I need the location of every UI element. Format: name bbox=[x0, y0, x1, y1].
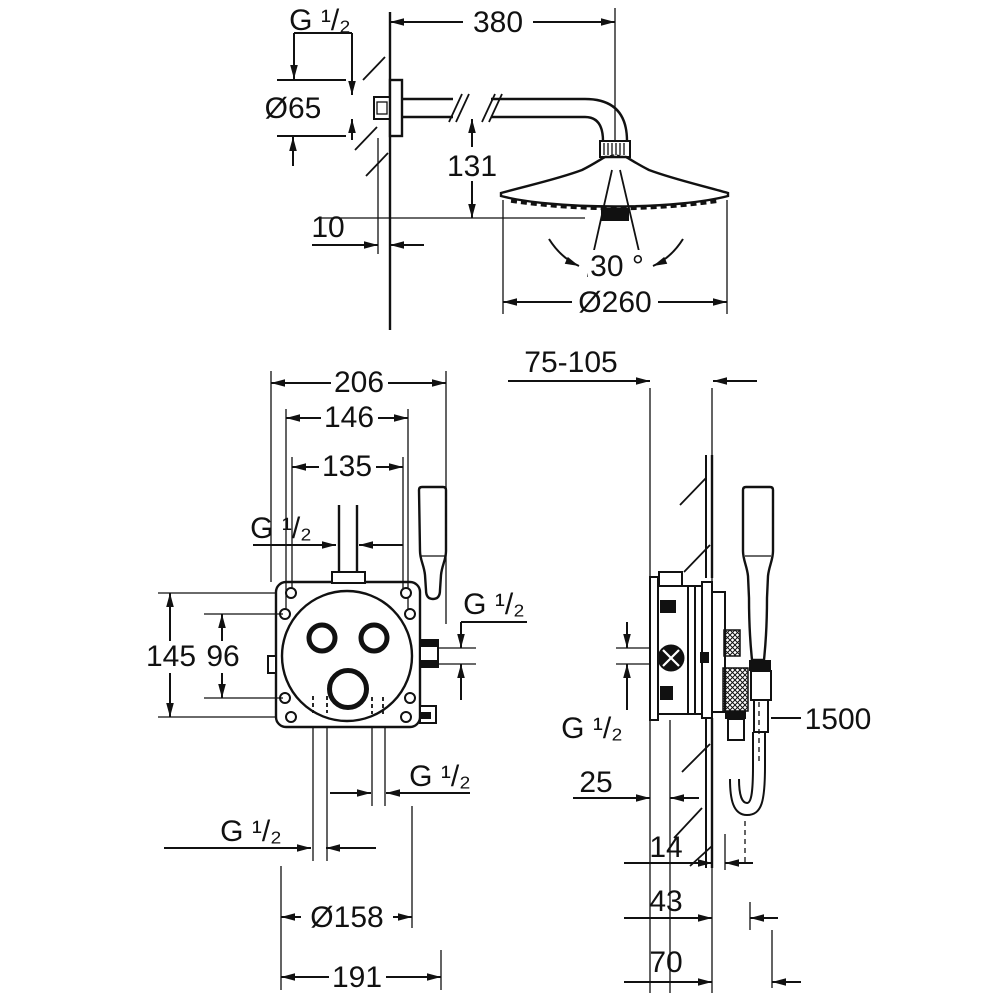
valve-body-section bbox=[649, 571, 749, 741]
shower-hose bbox=[729, 660, 772, 866]
head-diameter-label: Ø260 bbox=[578, 286, 651, 319]
dim-arm-thread bbox=[290, 32, 356, 140]
dim-trim-depth bbox=[624, 834, 753, 870]
head-drop-label: 131 bbox=[447, 150, 497, 183]
center-spray-unit bbox=[601, 208, 629, 221]
hose-length-label: 1500 bbox=[805, 703, 872, 736]
wall-section bbox=[673, 455, 714, 868]
dim-overall-width bbox=[271, 367, 446, 399]
wall-offset-label: 10 bbox=[311, 211, 344, 244]
lower-right-stub bbox=[419, 705, 437, 724]
valve-body-circle bbox=[280, 589, 414, 723]
screw-holes bbox=[279, 587, 416, 723]
bottom-right-thread-label: G ¹/₂ bbox=[409, 760, 471, 793]
dim-handle-depth bbox=[624, 930, 801, 988]
dim-elbow-depth bbox=[624, 902, 778, 930]
dim-body-diameter bbox=[280, 806, 413, 990]
trim-depth-label: 14 bbox=[649, 831, 682, 864]
dim-bottom-right-thread bbox=[330, 727, 470, 806]
shower-head bbox=[499, 155, 730, 208]
base-width-label: 191 bbox=[332, 961, 382, 994]
dim-flange-diameter bbox=[277, 79, 346, 166]
dim-hole-spacing-vertical bbox=[204, 613, 283, 699]
top-thread-label: G ¹/₂ bbox=[250, 512, 312, 545]
dim-hole-spacing-inner bbox=[292, 451, 403, 483]
hand-shower-side bbox=[741, 485, 775, 662]
hidden-port-lines bbox=[312, 696, 384, 714]
hole-spacing-outer-label: 146 bbox=[324, 401, 374, 434]
arm-thread-label: G ¹/₂ bbox=[289, 4, 351, 37]
spray-angle-label: 30 ° bbox=[590, 250, 644, 283]
top-pipe-stub bbox=[331, 505, 366, 584]
arm-nut bbox=[599, 140, 631, 158]
overall-height-label: 145 bbox=[146, 640, 196, 673]
valve-front-view: 206 146 135 G ¹/₂ 145 96 G ¹/₂ G ¹/₂ G ¹… bbox=[146, 366, 527, 994]
valve-side-view: 75-105 G ¹/₂ 1500 25 14 43 70 bbox=[508, 346, 871, 993]
outlet-port-left bbox=[306, 622, 338, 654]
concealed-union-inner bbox=[376, 101, 388, 115]
side-outlet bbox=[419, 639, 439, 668]
install-depth-range-label: 75-105 bbox=[524, 346, 617, 379]
handle-depth-label: 70 bbox=[649, 946, 682, 979]
dim-hole-spacing-outer bbox=[286, 402, 408, 434]
body-diameter-label: Ø158 bbox=[310, 901, 383, 934]
shower-arm bbox=[402, 93, 629, 142]
dim-side-thread bbox=[438, 621, 527, 700]
knurled-nut-small bbox=[723, 629, 741, 657]
left-tab bbox=[267, 655, 277, 674]
hand-shower-front bbox=[417, 485, 448, 601]
cartridge-port bbox=[327, 668, 369, 710]
elbow-depth-label: 43 bbox=[649, 885, 682, 918]
bottom-left-thread-label: G ¹/₂ bbox=[220, 815, 282, 848]
arm-length-label: 380 bbox=[473, 6, 523, 39]
hole-spacing-inner-label: 135 bbox=[322, 450, 372, 483]
outlet-thread-label: G ¹/₂ bbox=[561, 712, 623, 745]
dim-head-diameter bbox=[502, 200, 728, 318]
outlet-port-right bbox=[358, 622, 390, 654]
dim-arm-length bbox=[390, 6, 616, 140]
angle-label-bg bbox=[588, 250, 646, 280]
wall-hatch bbox=[354, 56, 389, 177]
dim-overall-height bbox=[147, 592, 276, 718]
flange-diameter-label: Ø65 bbox=[265, 92, 322, 125]
hole-spacing-vertical-label: 96 bbox=[206, 640, 239, 673]
dim-base-width bbox=[281, 950, 442, 993]
dim-bottom-left-thread bbox=[164, 727, 376, 861]
dim-wall-offset bbox=[312, 138, 424, 254]
plate-depth-label: 25 bbox=[579, 766, 612, 799]
dim-head-drop bbox=[447, 119, 497, 218]
dim-outlet-thread bbox=[616, 622, 651, 710]
head-shower-view: G ¹/₂ 380 Ø65 131 10 30 ° Ø260 bbox=[265, 4, 730, 330]
overall-width-label: 206 bbox=[334, 366, 384, 399]
knurled-nut-large bbox=[722, 667, 749, 712]
escutcheon bbox=[388, 78, 404, 138]
side-thread-label: G ¹/₂ bbox=[463, 588, 525, 621]
